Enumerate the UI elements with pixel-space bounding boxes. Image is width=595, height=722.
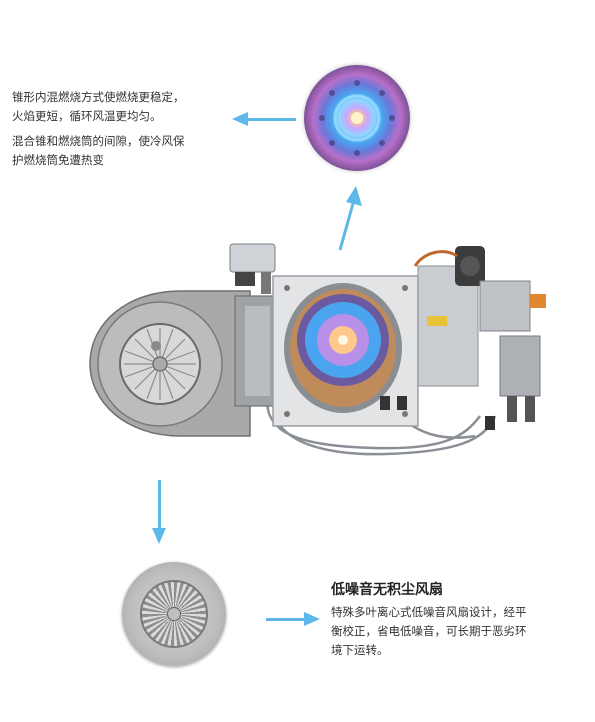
arrow-down-icon — [152, 528, 166, 544]
arrow-up-icon — [338, 186, 362, 251]
fan-description-line-1: 特殊多叶离心式低噪音风扇设计，经平 — [331, 605, 527, 619]
flame-closeup-image — [304, 65, 410, 171]
arrow-left-shaft — [248, 118, 296, 121]
fan-description-body: 特殊多叶离心式低噪音风扇设计，经平 衡校正，省电低噪音，可长期于恶劣环 境下运转… — [331, 603, 571, 660]
flame-description: 锥形内混燃烧方式使燃烧更稳定， 火焰更短，循环风温更均匀。 混合锥和燃烧筒的间隙… — [12, 88, 227, 176]
arrow-down-shaft — [158, 480, 161, 528]
flame-description-para-2: 混合锥和燃烧筒的间隙，使冷风保 护燃烧筒免遭热变 — [12, 132, 227, 170]
flame-description-line-3: 混合锥和燃烧筒的间隙，使冷风保 — [12, 134, 185, 148]
fan-closeup-image — [122, 562, 226, 666]
flame-description-line-4: 护燃烧筒免遭热变 — [12, 153, 104, 167]
fan-description-title: 低噪音无积尘风扇 — [331, 582, 443, 598]
arrow-left-icon — [232, 112, 248, 126]
fan-hub-icon — [167, 607, 181, 621]
flame-description-line-1: 锥形内混燃烧方式使燃烧更稳定， — [12, 90, 185, 104]
fan-description-line-3: 境下运转。 — [331, 643, 389, 657]
flame-ring-pattern-icon — [319, 80, 395, 156]
burner-assembly-image — [89, 243, 546, 456]
arrow-right-shaft — [266, 618, 306, 621]
fan-description-line-2: 衡校正，省电低噪音，可长期于恶劣环 — [331, 624, 527, 638]
fan-description: 低噪音无积尘风扇 特殊多叶离心式低噪音风扇设计，经平 衡校正，省电低噪音，可长期… — [331, 580, 571, 660]
arrow-right-icon — [304, 612, 320, 626]
flame-description-line-2: 火焰更短，循环风温更均匀。 — [12, 109, 162, 123]
flame-description-para-1: 锥形内混燃烧方式使燃烧更稳定， 火焰更短，循环风温更均匀。 — [12, 88, 227, 126]
